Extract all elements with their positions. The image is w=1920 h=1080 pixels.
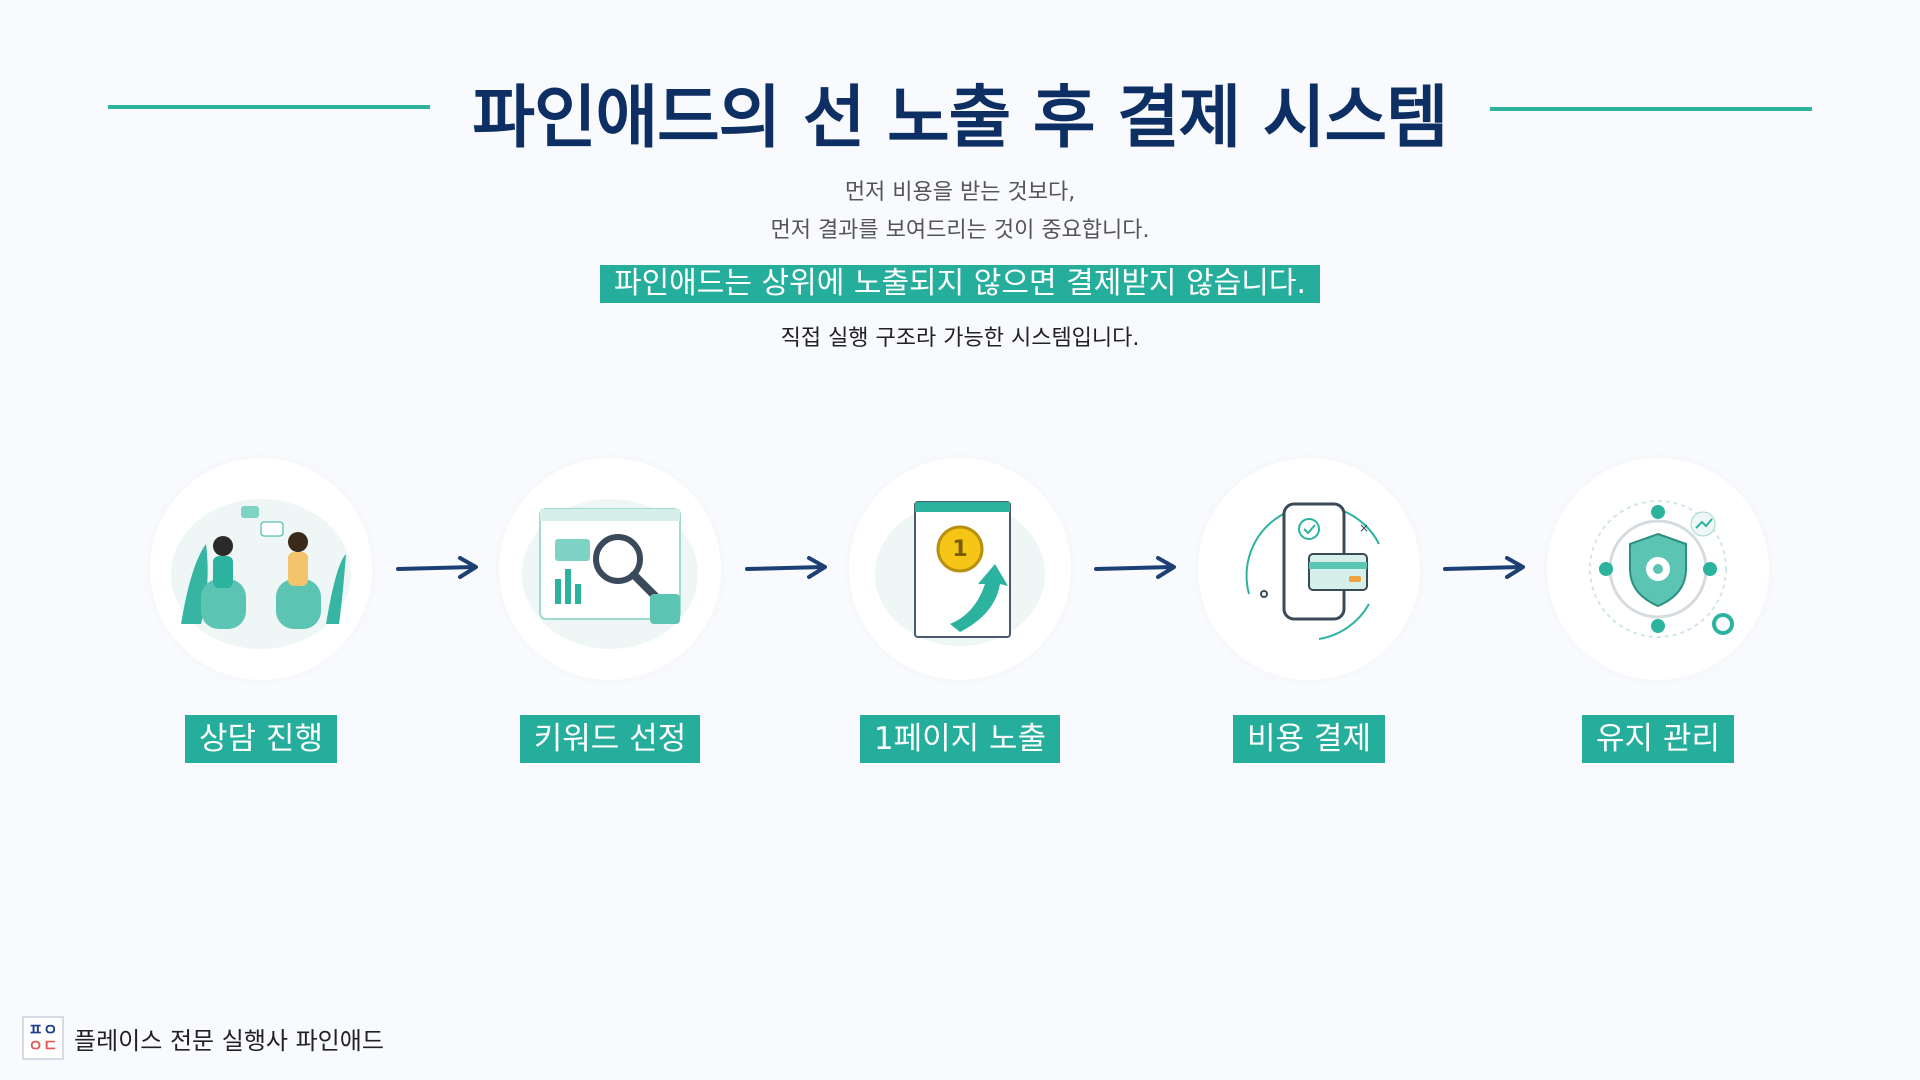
highlight-banner: 파인애드는 상위에 노출되지 않으면 결제받지 않습니다. bbox=[599, 265, 1321, 303]
page-title: 파인애드의 선 노출 후 결제 시스템 bbox=[472, 79, 1448, 158]
step-label: 유지 관리 bbox=[1582, 715, 1734, 763]
subtitle-line-3: 직접 실행 구조라 가능한 시스템입니다. bbox=[780, 326, 1140, 351]
title-divider-right bbox=[1490, 107, 1812, 111]
step-payment: × 비용 결제 bbox=[1194, 458, 1424, 763]
step-consultation: 상담 진행 bbox=[146, 458, 376, 763]
mobile-payment-icon: × bbox=[1198, 458, 1420, 680]
svg-text:1: 1 bbox=[952, 537, 967, 562]
step-maintenance: 유지 관리 bbox=[1543, 458, 1773, 763]
step-label: 1페이지 노출 bbox=[859, 715, 1061, 763]
subtitle-line-1: 먼저 비용을 받는 것보다, bbox=[844, 180, 1076, 205]
keyword-research-icon bbox=[499, 458, 721, 680]
step-keyword: 키워드 선정 bbox=[495, 458, 725, 763]
consultation-icon bbox=[150, 458, 372, 680]
footer-tagline: 플레이스 전문 실행사 파인애드 bbox=[74, 1026, 384, 1055]
brand-logo: ㅍㅇ ㅇㄷ bbox=[22, 1016, 64, 1060]
first-page-rank-icon: 1 bbox=[849, 458, 1071, 680]
svg-text:×: × bbox=[1359, 521, 1369, 535]
title-divider-left bbox=[108, 105, 430, 109]
step-label: 키워드 선정 bbox=[519, 715, 701, 763]
subtitle-line-2: 먼저 결과를 보여드리는 것이 중요합니다. bbox=[770, 218, 1150, 243]
arrow-right-icon bbox=[1094, 556, 1176, 579]
step-first-page: 1 1페이지 노출 bbox=[845, 458, 1075, 763]
arrow-right-icon bbox=[1443, 556, 1525, 579]
step-label: 상담 진행 bbox=[185, 715, 337, 763]
footer: ㅍㅇ ㅇㄷ 플레이스 전문 실행사 파인애드 bbox=[22, 1016, 384, 1060]
arrow-right-icon bbox=[396, 556, 478, 579]
step-label: 비용 결제 bbox=[1233, 715, 1385, 763]
arrow-right-icon bbox=[745, 556, 827, 579]
maintenance-shield-icon bbox=[1547, 458, 1769, 680]
